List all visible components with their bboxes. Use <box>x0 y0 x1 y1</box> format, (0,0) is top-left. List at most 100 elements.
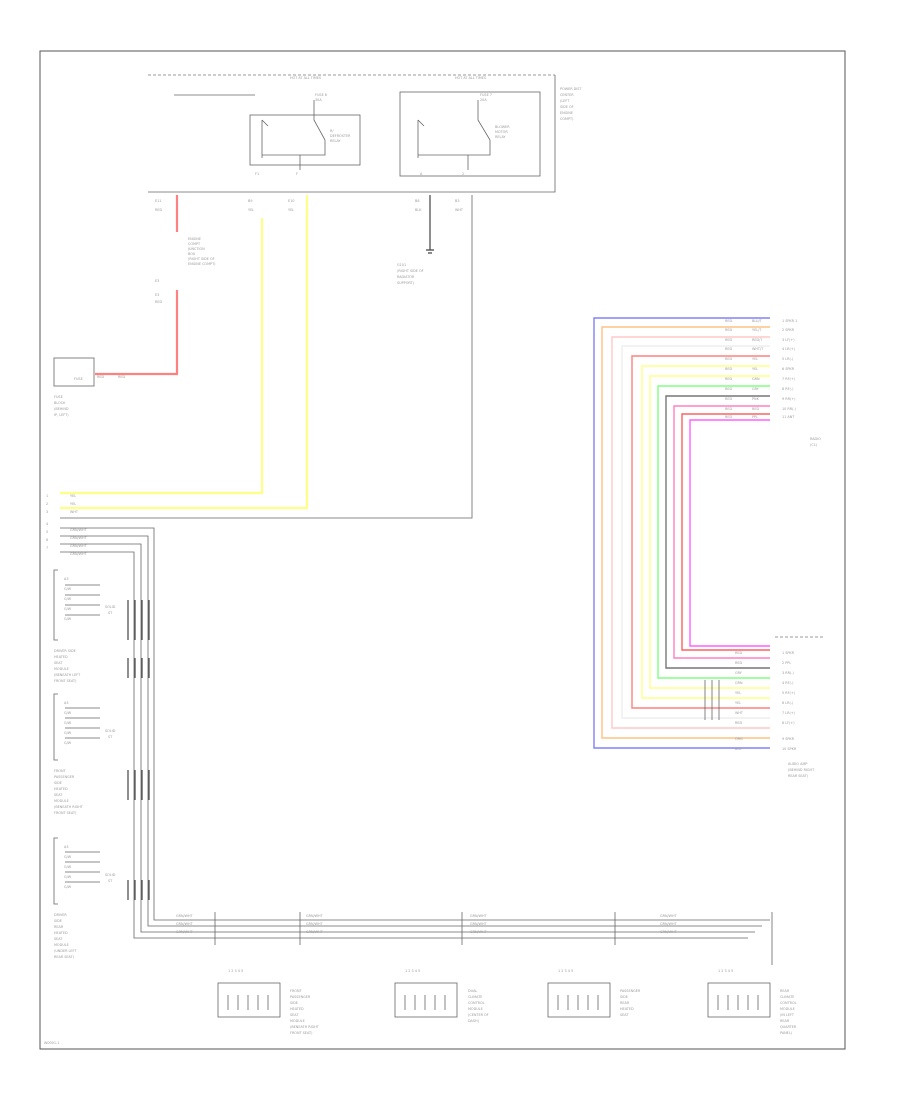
top-connector-labels: E11 RED B9 YEL E10 YEL B8 BLK B3 WHT <box>155 199 464 212</box>
svg-text:7 RF(+): 7 RF(+) <box>782 377 796 381</box>
svg-text:RADIO: RADIO <box>810 437 821 441</box>
svg-text:E3: E3 <box>155 293 159 297</box>
svg-text:ST: ST <box>108 879 113 883</box>
svg-text:RED: RED <box>725 415 732 419</box>
svg-text:1 SPKR: 1 SPKR <box>782 651 795 655</box>
svg-text:GRN/WHT: GRN/WHT <box>70 536 88 540</box>
svg-text:G/W: G/W <box>64 597 72 601</box>
svg-text:RED: RED <box>735 721 742 725</box>
svg-text:YEL/T: YEL/T <box>752 328 762 332</box>
svg-text:PASSENGER: PASSENGER <box>290 995 311 999</box>
svg-text:RED: RED <box>725 367 732 371</box>
svg-text:DRIVER: DRIVER <box>54 913 67 917</box>
yellow-wires: YEL YEL WHT <box>60 195 473 519</box>
svg-text:BOX: BOX <box>188 252 196 256</box>
svg-text:GRN/WHT: GRN/WHT <box>176 914 194 918</box>
svg-text:CLIMATE: CLIMATE <box>468 995 482 999</box>
svg-text:RED: RED <box>725 387 732 391</box>
svg-text:B9: B9 <box>248 199 252 203</box>
svg-text:GRN: GRN <box>752 377 760 381</box>
svg-text:RED: RED <box>725 328 732 332</box>
svg-text:(BENEATH LEFT: (BENEATH LEFT <box>54 673 81 677</box>
svg-text:ENGINE: ENGINE <box>188 237 201 241</box>
svg-text:G/W: G/W <box>64 855 72 859</box>
svg-text:RED: RED <box>752 407 759 411</box>
svg-text:9 RR(+): 9 RR(+) <box>782 397 796 401</box>
svg-text:1 2 3 4 5: 1 2 3 4 5 <box>228 969 243 973</box>
svg-text:G/W: G/W <box>64 741 72 745</box>
svg-text:4 LR(+): 4 LR(+) <box>782 347 796 351</box>
svg-text:(BEHIND RIGHT: (BEHIND RIGHT <box>788 768 815 772</box>
svg-text:(RIGHT SIDE OF: (RIGHT SIDE OF <box>188 257 215 261</box>
svg-text:1 2 3 4 5: 1 2 3 4 5 <box>405 969 420 973</box>
svg-text:GRN/WHT: GRN/WHT <box>70 552 88 556</box>
svg-text:FRONT SEAT): FRONT SEAT) <box>54 679 77 683</box>
svg-text:A3: A3 <box>64 845 68 849</box>
svg-text:E10: E10 <box>288 199 294 203</box>
fuse-block: FUSE FUSE BLOCK (BEHIND IP, LEFT) <box>53 357 95 417</box>
svg-text:GRY: GRY <box>735 671 743 675</box>
svg-text:(LEFT: (LEFT <box>560 99 570 103</box>
svg-text:(RIGHT SIDE OF: (RIGHT SIDE OF <box>397 269 424 273</box>
svg-text:RELAY: RELAY <box>495 135 507 139</box>
bottom-module-2: 1 2 3 4 5 DUAL CLIMATE CONTROL MODULE (C… <box>394 969 489 1023</box>
svg-text:SIDE: SIDE <box>290 1001 298 1005</box>
svg-text:3: 3 <box>46 510 48 514</box>
svg-text:20A: 20A <box>480 98 487 102</box>
svg-text:B8: B8 <box>415 199 419 203</box>
svg-text:PNK: PNK <box>752 397 760 401</box>
svg-text:AUDIO AMP: AUDIO AMP <box>788 762 807 766</box>
svg-text:CENTER: CENTER <box>560 93 574 97</box>
svg-text:DUAL: DUAL <box>468 989 477 993</box>
svg-text:G/W: G/W <box>64 711 72 715</box>
svg-text:(BENEATH RIGHT: (BENEATH RIGHT <box>290 1025 320 1029</box>
svg-text:E3: E3 <box>155 279 159 283</box>
svg-text:BLOCK: BLOCK <box>54 401 66 405</box>
svg-text:BLU/T: BLU/T <box>752 319 763 323</box>
red-wire: E3 E3 RED ENGINE COMPT JUNCTION BOX (RIG… <box>95 195 216 379</box>
svg-text:6 LR(-): 6 LR(-) <box>782 701 794 705</box>
svg-text:BLU: BLU <box>735 747 742 751</box>
svg-text:RED: RED <box>155 300 162 304</box>
svg-text:ORG: ORG <box>735 737 743 741</box>
svg-text:GRN/WHT: GRN/WHT <box>470 930 488 934</box>
svg-text:WHT/T: WHT/T <box>752 347 764 351</box>
svg-text:ST: ST <box>108 735 113 739</box>
svg-text:2: 2 <box>462 172 464 176</box>
svg-text:YEL: YEL <box>248 208 254 212</box>
svg-text:30A: 30A <box>315 98 322 102</box>
svg-text:E11: E11 <box>155 199 161 203</box>
svg-text:GRN/WHT: GRN/WHT <box>70 528 88 532</box>
svg-text:ST: ST <box>108 611 113 615</box>
svg-text:SEAT: SEAT <box>290 1013 299 1017</box>
svg-text:CONTROL: CONTROL <box>780 1001 797 1005</box>
svg-text:6 SPKR: 6 SPKR <box>782 367 795 371</box>
svg-text:F1: F1 <box>255 172 259 176</box>
svg-text:MODULE: MODULE <box>54 943 69 947</box>
svg-text:YEL: YEL <box>735 701 741 705</box>
svg-text:SIDE: SIDE <box>54 919 62 923</box>
svg-text:SIDE OF: SIDE OF <box>560 105 574 109</box>
svg-text:G/W: G/W <box>64 875 72 879</box>
svg-text:SIDE: SIDE <box>54 781 62 785</box>
svg-text:SEAT: SEAT <box>54 793 63 797</box>
svg-text:8 RF(-): 8 RF(-) <box>782 387 794 391</box>
svg-text:YEL: YEL <box>70 494 76 498</box>
svg-text:REAR: REAR <box>780 989 790 993</box>
svg-text:(BEHIND: (BEHIND <box>54 407 69 411</box>
svg-text:GRY: GRY <box>752 387 760 391</box>
relay-2: FUSE 7 20A BLOWER MOTOR RELAY A 2 <box>399 91 541 177</box>
svg-text:A3: A3 <box>64 577 68 581</box>
left-bus: GRN/WHT GRN/WHT GRN/WHT GRN/WHT 1 2 3 4 … <box>46 494 770 939</box>
svg-text:G/W: G/W <box>64 731 72 735</box>
svg-text:FRONT: FRONT <box>290 989 303 993</box>
svg-text:RED: RED <box>735 661 742 665</box>
svg-text:GRN/WHT: GRN/WHT <box>660 930 678 934</box>
svg-text:FUSE: FUSE <box>54 395 63 399</box>
svg-text:A: A <box>420 172 423 176</box>
svg-text:WHT: WHT <box>70 510 79 514</box>
svg-text:G/W: G/W <box>64 617 72 621</box>
svg-text:PASSENGER: PASSENGER <box>54 775 75 779</box>
